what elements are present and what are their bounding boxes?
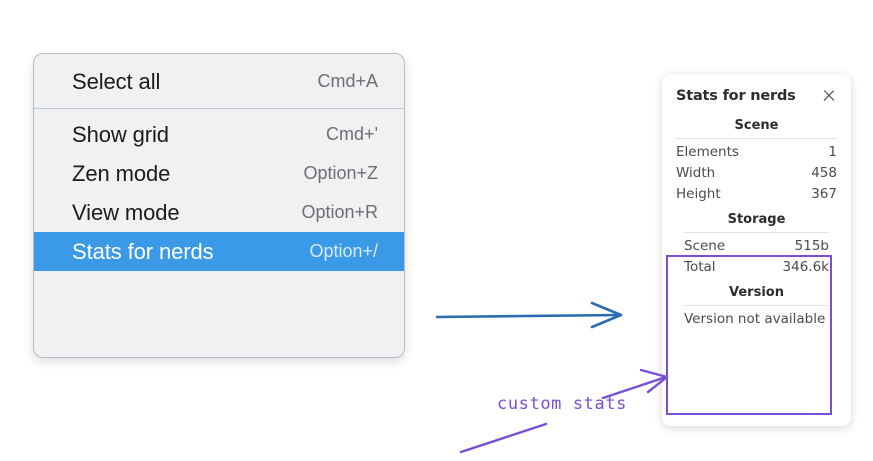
menu-item-select-all[interactable]: Select all Cmd+A	[34, 62, 404, 101]
section-divider	[684, 232, 829, 233]
purple-underline-stroke	[459, 422, 548, 454]
version-note: Version not available	[684, 311, 826, 327]
menu-item-show-grid[interactable]: Show grid Cmd+'	[34, 115, 404, 154]
menu-item-label: View mode	[72, 199, 180, 225]
stats-row-value: 346.6k	[782, 258, 829, 275]
stats-panel-header: Stats for nerds	[662, 74, 851, 110]
context-menu[interactable]: Select all Cmd+A Show grid Cmd+' Zen mod…	[33, 53, 405, 358]
stats-row-label: Total	[684, 258, 716, 275]
stats-section-scene: Scene Elements 1 Width 458 Height 367	[676, 110, 837, 204]
section-divider	[684, 305, 829, 306]
custom-stats-region: Storage Scene 515b Total 346.6k Version …	[676, 204, 837, 328]
stats-row-label: Scene	[684, 237, 726, 254]
stats-row: Height 367	[676, 183, 837, 204]
menu-item-shortcut: Option+/	[309, 241, 378, 261]
section-title: Version	[729, 285, 784, 300]
stats-row: Total 346.6k	[684, 256, 829, 277]
custom-stats-annotation-label: custom stats	[497, 394, 628, 414]
stats-row-value: 367	[811, 185, 837, 202]
stats-row-label: Elements	[676, 143, 739, 160]
stats-row-label: Height	[676, 185, 721, 202]
section-title: Storage	[727, 212, 786, 227]
menu-item-label: Select all	[72, 68, 161, 94]
blue-pointer-arrow	[435, 301, 623, 329]
menu-item-label: Zen mode	[72, 160, 171, 186]
menu-item-shortcut: Cmd+'	[326, 124, 378, 144]
close-icon[interactable]	[821, 88, 837, 104]
section-title: Scene	[734, 118, 779, 133]
stats-row: Scene 515b	[684, 235, 829, 256]
menu-separator	[34, 108, 404, 109]
stats-row-value: 515b	[794, 237, 829, 254]
menu-group-2: Show grid Cmd+' Zen mode Option+Z View m…	[34, 109, 404, 277]
section-divider	[676, 138, 837, 139]
stats-row-value: 458	[811, 164, 837, 181]
menu-item-label: Show grid	[72, 121, 169, 147]
menu-item-shortcut: Option+Z	[303, 163, 378, 183]
menu-group-1: Select all Cmd+A	[34, 54, 404, 108]
menu-item-shortcut: Cmd+A	[317, 71, 378, 91]
menu-item-view-mode[interactable]: View mode Option+R	[34, 193, 404, 232]
stats-section-storage: Storage Scene 515b Total 346.6k	[684, 204, 829, 277]
stats-row: Elements 1	[676, 141, 837, 162]
stats-section-version: Version Version not available	[684, 277, 829, 328]
stats-row-label: Width	[676, 164, 716, 181]
menu-item-stats-for-nerds[interactable]: Stats for nerds Option+/	[34, 232, 404, 271]
stats-panel-body: Scene Elements 1 Width 458 Height 367 St…	[662, 110, 851, 338]
stats-for-nerds-panel: Stats for nerds Scene Elements 1 Width 4…	[662, 74, 851, 426]
stats-row-value: 1	[828, 143, 837, 160]
menu-item-zen-mode[interactable]: Zen mode Option+Z	[34, 154, 404, 193]
menu-item-shortcut: Option+R	[301, 202, 378, 222]
stats-panel-title: Stats for nerds	[676, 88, 796, 104]
stats-row: Width 458	[676, 162, 837, 183]
menu-item-label: Stats for nerds	[72, 238, 214, 264]
